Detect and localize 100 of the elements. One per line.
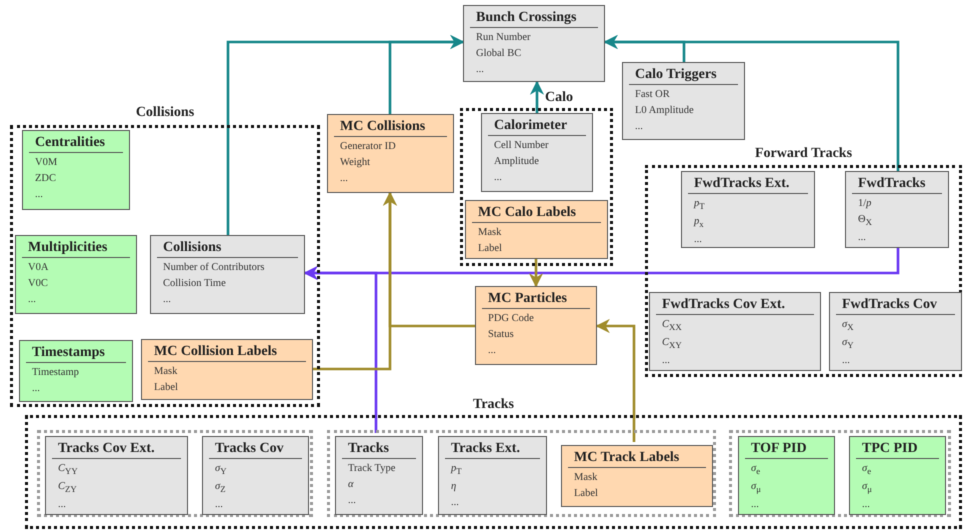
table-title: MC Track Labels [568,449,706,468]
field-name: σ$_{μ}$ [861,480,873,496]
field-name: ... [339,172,349,186]
arrow [528,259,544,288]
field-name: Generator ID [339,140,397,154]
table-title: MC Particles [482,290,590,309]
table-title: Collisions [157,239,298,258]
table-title: FwdTracks Ext. [688,175,808,194]
table-box [622,62,745,140]
table-box [202,436,309,515]
field-name: ... [693,233,703,248]
group-title: Collisions [136,105,194,121]
table-title: TPC PID [856,440,939,459]
field-name: ... [27,293,37,307]
table-box [141,339,313,400]
table-title: TOF PID [745,440,828,459]
field-name: PDG Code [487,312,535,326]
field-name: α [347,478,355,492]
field-name: Fast OR [634,88,671,102]
field-name: Collision Time [162,277,227,291]
table-title: FwdTracks [852,175,942,194]
field-name: ... [34,188,44,202]
field-name: η [450,480,458,494]
arrow [596,318,636,442]
field-name: ... [487,344,497,358]
field-name: Cell Number [493,139,550,153]
dotted-group-frame [37,430,313,517]
field-name: σ$_{Y}$ [841,336,855,352]
field-name: Weight [339,156,372,170]
field-name: ... [214,498,224,512]
table-title: Calo Triggers [629,66,738,85]
table-box [649,292,821,371]
table-box [335,436,423,515]
arrow [604,34,900,171]
dotted-group-frame [327,430,716,517]
field-name: Timestamp [31,366,80,380]
field-name: Mask [573,471,598,485]
field-name: ZDC [34,172,57,186]
table-box [22,130,130,210]
field-name: ... [31,382,41,396]
table-box [19,340,133,402]
field-name: ... [493,171,503,185]
field-name: σ$_{X}$ [841,318,855,334]
field-name: ... [347,494,357,508]
group-title: Forward Tracks [754,146,852,162]
table-box [845,171,949,248]
table-box [15,235,137,314]
field-name: 1/p [857,197,872,211]
field-name: Mask [477,226,502,240]
table-box [738,436,835,515]
dotted-group-frame [729,430,951,517]
field-name: ... [661,354,671,368]
table-title: Tracks Cov [209,440,302,459]
table-title: Bunch Crossings [470,9,598,28]
field-name: L0 Amplitude [634,104,695,118]
table-title: FwdTracks Cov [836,296,955,315]
field-name: Mask [153,365,178,379]
field-name: ... [861,498,871,512]
field-name: C$_{XY}$ [661,336,683,352]
group-title: Calo [545,90,573,106]
field-name: C$_{XX}$ [661,318,683,334]
field-name: ... [450,496,460,510]
field-name: σ$_{Z}$ [214,480,227,496]
field-name: V0M [34,156,58,170]
field-name: Status [487,328,515,342]
table-box [465,200,608,259]
table-box [438,436,547,515]
table-title: Tracks [342,440,416,459]
field-name: V0A [27,261,50,275]
field-name: Track Type [347,462,396,476]
field-name: ... [162,293,172,307]
field-name: p$_{x}$ [692,215,705,232]
field-name: ... [857,231,867,246]
arrow [382,192,475,328]
table-box [829,292,962,371]
field-name: ... [57,498,67,512]
table-title: MC Collision Labels [148,343,306,362]
arrow [388,34,464,114]
field-name: Label [477,242,503,256]
table-box [463,5,605,82]
table-title: Tracks Cov Ext. [52,440,181,459]
field-name: Label [573,487,599,501]
field-name: Global BC [475,47,522,61]
field-name: V0C [27,277,49,291]
field-name: σ$_{e}$ [861,462,872,478]
table-box [150,235,305,314]
field-name: Amplitude [493,155,540,169]
field-name: p$_{T}$ [450,462,463,478]
table-box [849,436,946,515]
field-name: Run Number [475,31,532,45]
field-name: Number of Contributors [162,261,266,275]
table-title: MC Calo Labels [472,204,601,223]
table-title: Timestamps [26,344,126,363]
arrow [530,80,544,113]
table-title: Tracks Ext. [445,440,540,459]
table-box [45,436,188,515]
field-name: ... [634,120,644,134]
field-name: ... [750,498,760,512]
table-box [327,114,454,193]
field-name: ... [841,354,851,368]
